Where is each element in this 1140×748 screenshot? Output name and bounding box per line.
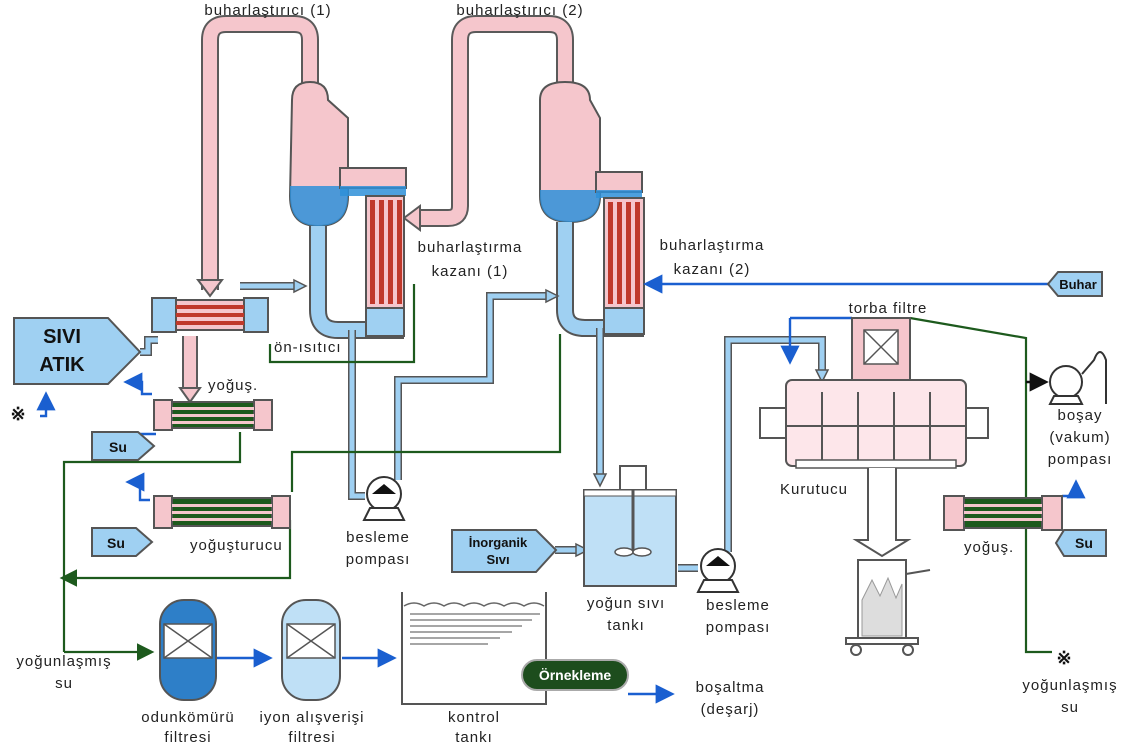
water-3-label: Su xyxy=(1075,535,1093,551)
ion-exchange-filter xyxy=(281,599,341,701)
steam-source xyxy=(1046,271,1103,297)
vapor-pipe-2 xyxy=(420,17,572,225)
feed-pump-1-label-line1: besleme xyxy=(346,529,410,546)
vapor-pipe-1-arrow xyxy=(196,279,224,298)
condenser-2-label: yoğuşturucu xyxy=(190,537,283,554)
vacuum-label-line1: boşay xyxy=(1057,407,1102,424)
evaporator-2 xyxy=(539,80,643,224)
water-box-3 xyxy=(1054,529,1107,557)
to-dryer-arrow xyxy=(814,369,830,384)
vapor-pipe-2-arrow xyxy=(402,204,421,232)
mark-left: ※ xyxy=(10,404,25,424)
dryer-label: Kurutucu xyxy=(780,481,848,498)
preheater-to-condenser-arrow xyxy=(178,387,202,404)
liquid-pipes xyxy=(140,282,826,572)
liquid-waste-label-line1: SIVI xyxy=(43,326,81,348)
vacuum-label-line3: pompası xyxy=(1048,451,1113,468)
evaporator-1 xyxy=(288,80,407,228)
boiler-2-label-line2: kazanı (2) xyxy=(674,261,751,278)
evap-1-liquid xyxy=(311,226,404,337)
charcoal-filter-label-line1: odunkömürü xyxy=(141,709,234,726)
inorganic-label-line2: Sıvı xyxy=(486,552,509,567)
water-1-label: Su xyxy=(109,439,127,455)
bag-filter-label: torba filtre xyxy=(849,300,928,317)
control-tank xyxy=(401,592,547,705)
condenser-1 xyxy=(153,399,273,431)
boiler-2-base xyxy=(603,307,645,335)
boiler-2 xyxy=(603,197,645,309)
inorganic-label-line1: İnorganik xyxy=(469,535,528,550)
mark-right: ※ xyxy=(1056,648,1071,668)
feed-pump-2 xyxy=(696,548,740,593)
condenser-3 xyxy=(943,495,1063,531)
inorganic-source xyxy=(451,529,558,573)
condensate-left-label-line1: yoğunlaşmış xyxy=(16,653,111,670)
condenser-3-label: yoğuş. xyxy=(964,539,1014,556)
liquid-waste-label-line2: ATIK xyxy=(39,354,85,376)
condenser-1-label: yoğuş. xyxy=(208,377,258,394)
condensate-left-label-line2: su xyxy=(55,675,73,692)
boiler-2-label-line1: buharlaştırma xyxy=(660,237,765,254)
dryer-outlet-arrow xyxy=(852,468,912,558)
sampling-badge xyxy=(521,659,629,691)
condensate-right-label-line1: yoğunlaşmış xyxy=(1022,677,1117,694)
feed-pump-1-label-line2: pompası xyxy=(346,551,411,568)
conc-tank-label-line1: yoğun sıvı xyxy=(587,595,665,612)
sampling-label: Örnekleme xyxy=(539,667,612,683)
control-tank-label-line1: kontrol xyxy=(448,709,500,726)
water-2-label: Su xyxy=(107,535,125,551)
water-box-2 xyxy=(91,527,154,557)
condensate-lines xyxy=(59,284,1052,661)
water-box-1 xyxy=(91,431,156,461)
to-tank-arrow xyxy=(592,473,608,488)
boiler-1-label-line2: kazanı (1) xyxy=(432,263,509,280)
steam-label: Buhar xyxy=(1059,277,1097,292)
ion-filter-label-line2: filtresi xyxy=(288,729,335,746)
ion-filter-label-line1: iyon alışverişi xyxy=(259,709,364,726)
charcoal-filter xyxy=(159,599,217,701)
evap-2-liquid xyxy=(558,222,644,335)
vapor-pipe-1 xyxy=(203,17,317,290)
conc-tank-label-line2: tankı xyxy=(607,617,645,634)
concentrated-tank xyxy=(583,465,677,587)
discharge-label-line2: (deşarj) xyxy=(701,701,760,718)
feed-pump-2-label-line1: besleme xyxy=(706,597,770,614)
dryer xyxy=(759,379,989,469)
boiler-1-label-line1: buharlaştırma xyxy=(418,239,523,256)
collection-cart xyxy=(845,559,931,656)
preheater-label: ön-ısıtıcı xyxy=(274,339,342,356)
evaporator-1-label: buharlaştırıcı (1) xyxy=(204,2,331,19)
vacuum-pump xyxy=(1048,351,1107,405)
boiler-1-base xyxy=(365,307,405,337)
feed-pump-2-label-line2: pompası xyxy=(706,619,771,636)
to-evap-2-arrow xyxy=(545,288,560,304)
boiler-1 xyxy=(365,195,405,309)
feed-pump-1 xyxy=(362,476,406,521)
bag-filter xyxy=(851,317,911,381)
condensate-right-label-line2: su xyxy=(1061,699,1079,716)
condenser-2 xyxy=(153,495,291,529)
vacuum-label-line2: (vakum) xyxy=(1049,429,1110,446)
control-tank-label-line2: tankı xyxy=(455,729,493,746)
charcoal-filter-label-line2: filtresi xyxy=(164,729,211,746)
preheater xyxy=(151,297,269,333)
preheater-out-arrow xyxy=(293,278,308,294)
discharge-label-line1: boşaltma xyxy=(696,679,765,696)
evaporator-2-label: buharlaştırıcı (2) xyxy=(456,2,583,19)
liquid-waste-source xyxy=(13,317,142,385)
inorganic-arrow xyxy=(575,542,590,558)
